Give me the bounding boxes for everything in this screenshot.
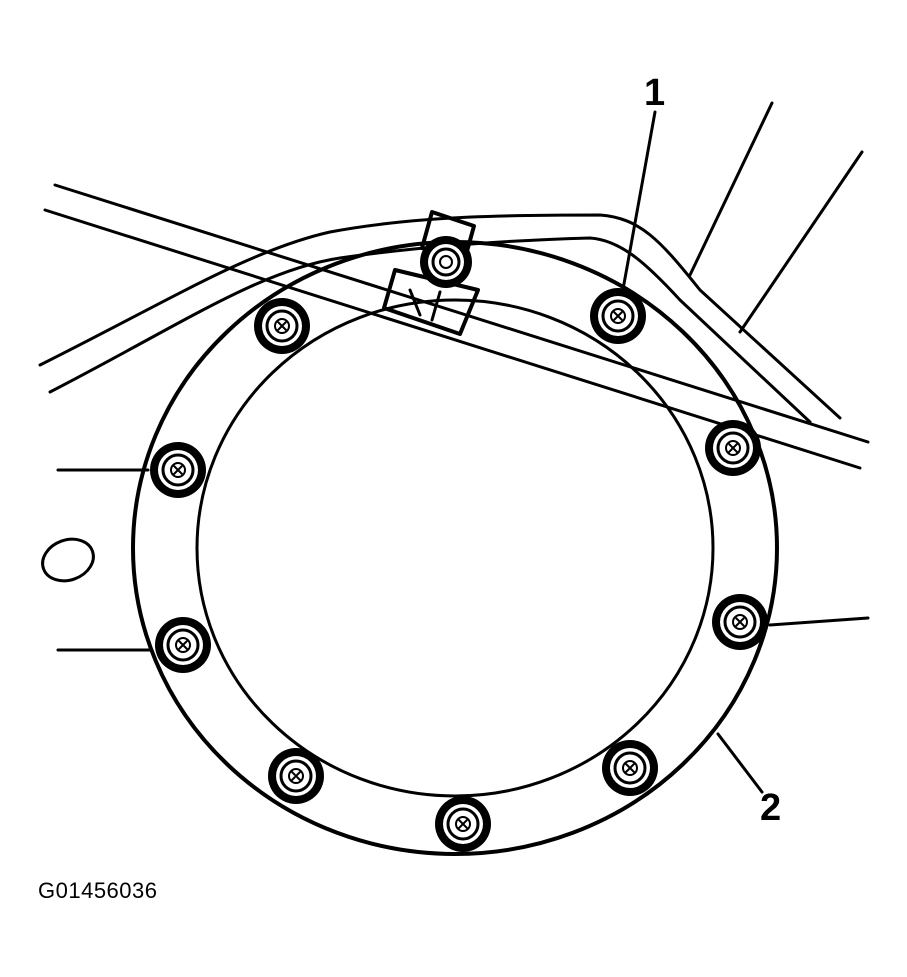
axle-tube-left <box>56 468 152 652</box>
cover-bolt <box>254 298 310 354</box>
cover-bolts <box>150 236 768 852</box>
cover-bolt-callout-1 <box>590 288 646 344</box>
cover-bolt <box>435 796 491 852</box>
housing-hole <box>41 537 95 583</box>
callout-2-leader <box>716 732 764 794</box>
axle-tube-right <box>768 616 870 627</box>
cover-bolt <box>712 594 768 650</box>
cover-bolt <box>420 236 472 288</box>
cover-bolt <box>268 748 324 804</box>
callout-2-label: 2 <box>760 787 781 829</box>
cover-bolt <box>705 420 761 476</box>
cover-bolt <box>150 442 206 498</box>
cover-bolt <box>155 617 211 673</box>
figure-id: G01456036 <box>38 878 158 903</box>
callout-1-leader <box>620 110 657 297</box>
callout-1-label: 1 <box>644 72 665 114</box>
cover-bolt <box>602 740 658 796</box>
